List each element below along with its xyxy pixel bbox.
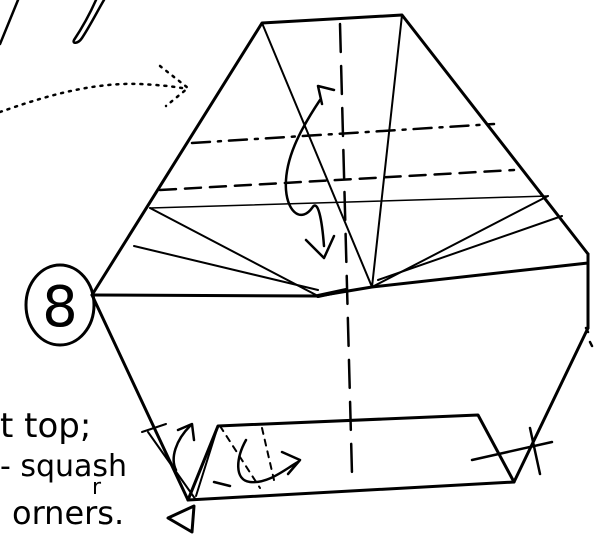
step-number-badge: 8 [26, 265, 94, 345]
center-line [340, 24, 352, 474]
bottom-flap-details [142, 424, 274, 500]
squash-arrows [174, 424, 300, 486]
tuck-arrow [472, 428, 552, 474]
note-line-4: orners. [12, 494, 124, 532]
dotted-arrow [0, 66, 188, 112]
note-line-1: t top; [0, 406, 91, 446]
note-line-2: - squash [0, 449, 127, 484]
step-number: 8 [42, 275, 78, 340]
fold-down-arrow [286, 86, 334, 258]
top-flap-creases [134, 15, 562, 296]
model-outline [92, 15, 588, 500]
instruction-note: t top; - squash r orners. [0, 406, 127, 532]
valley-fold-line [160, 170, 514, 190]
pointer-triangle [168, 506, 194, 532]
neighbor-diagram-fragment [0, 0, 104, 44]
